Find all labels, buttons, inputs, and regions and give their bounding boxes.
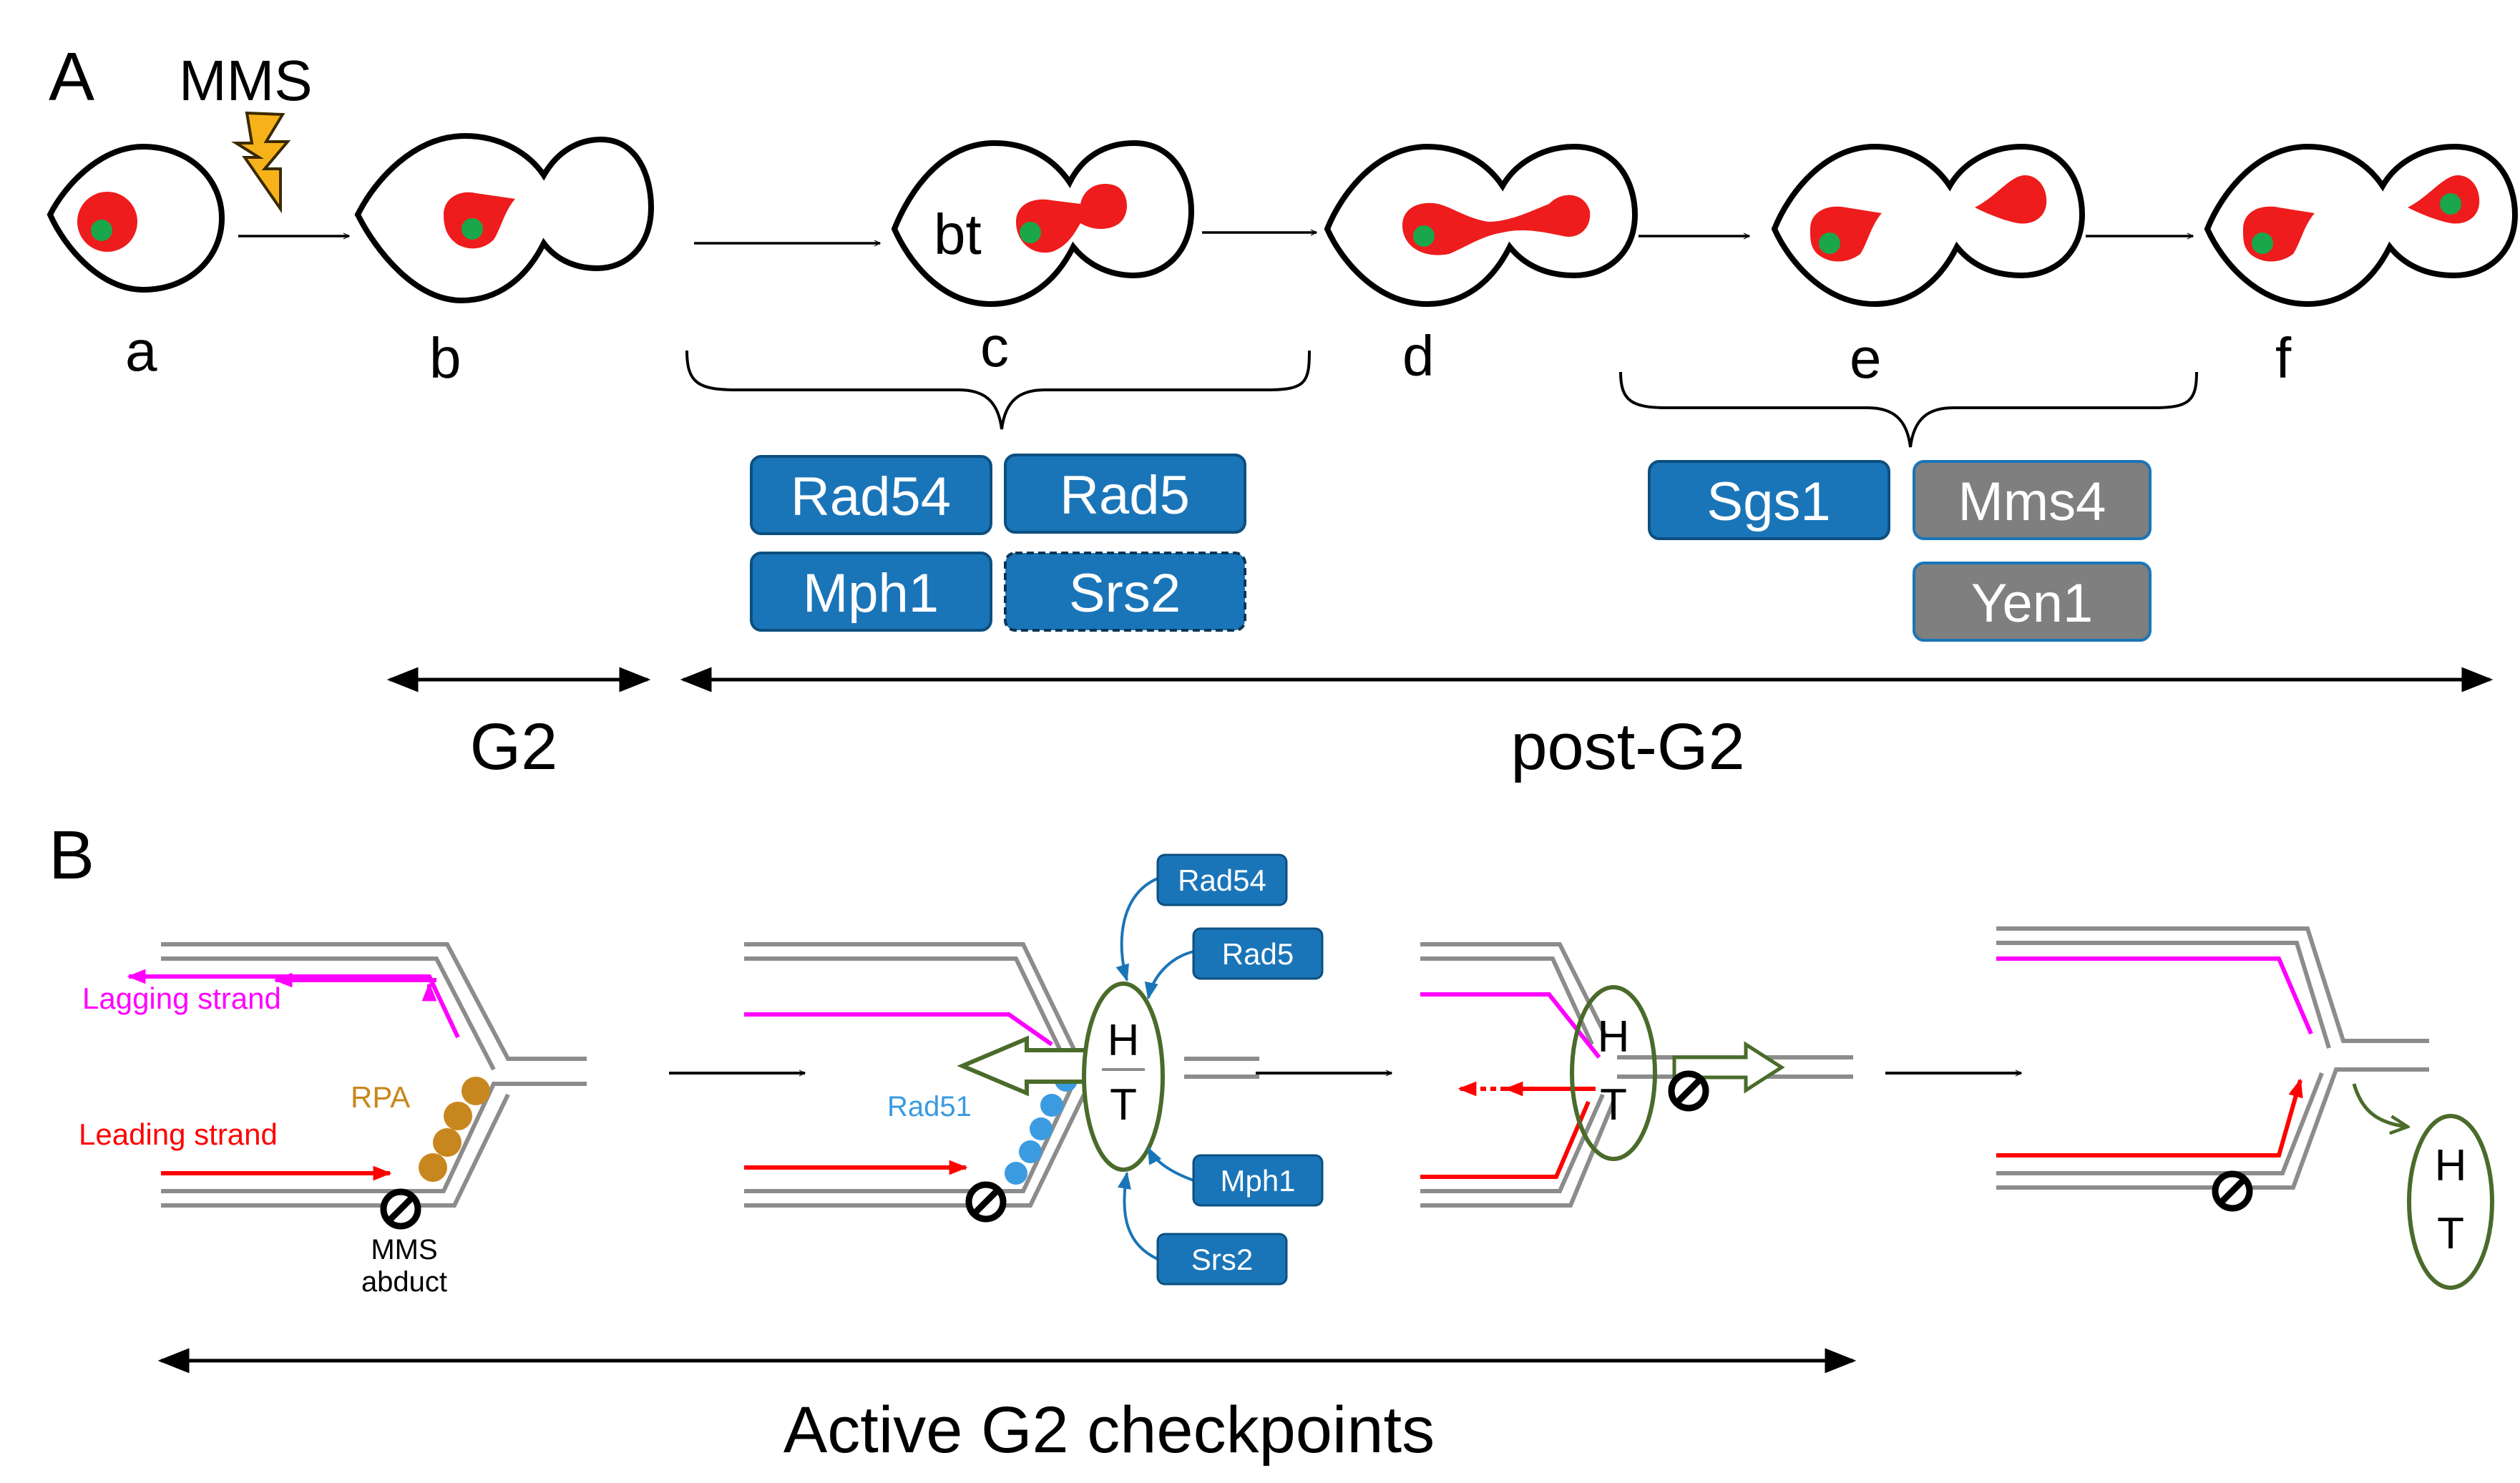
spindle-pole-body: [91, 220, 112, 241]
mms-adduct-label-1: MMS: [371, 1234, 437, 1266]
replication-fork-4: H T: [1996, 926, 2494, 1290]
svg-text:Rad54: Rad54: [1178, 863, 1266, 897]
enzyme-box-yen1: Yen1: [1913, 562, 2152, 642]
spindle-pole-body: [2252, 233, 2273, 254]
spindle-pole-body: [461, 218, 483, 240]
cell-label-a: a: [125, 319, 157, 383]
svg-text:Srs2: Srs2: [1069, 563, 1181, 624]
rpa-protein: [461, 1077, 490, 1105]
spindle-pole-body: [2440, 193, 2461, 215]
spindle-pole-body: [1413, 225, 1435, 247]
rad51-protein: [1040, 1094, 1063, 1117]
checkpoint-label: Active G2 checkpoints: [783, 1394, 1435, 1467]
svg-text:Mph1: Mph1: [1220, 1164, 1295, 1198]
lightning-icon: [231, 111, 291, 214]
svg-text:Sgs1: Sgs1: [1706, 471, 1830, 532]
svg-text:Mms4: Mms4: [1958, 471, 2106, 532]
nucleus: [444, 192, 515, 249]
enzyme-box-rad5: Rad5: [1004, 454, 1246, 534]
cell-a: [47, 143, 225, 293]
phase-g2-label: G2: [470, 710, 558, 783]
bt-label: bt: [934, 202, 982, 266]
helicase-box-rad54: Rad54: [1156, 853, 1288, 906]
replication-fork-3: H T: [1420, 942, 1853, 1208]
panel-a-label: A: [49, 39, 94, 115]
rpa-protein: [444, 1102, 472, 1130]
mms-adduct-icon: [965, 1181, 1007, 1223]
cell-label-d: d: [1402, 324, 1435, 388]
nucleus: [1975, 175, 2047, 224]
replication-fork-2: H T: [744, 877, 1259, 1261]
cell-label-e: e: [1850, 326, 1882, 390]
rad51-protein: [1019, 1140, 1042, 1163]
rad51-protein: [1030, 1117, 1053, 1140]
enzyme-box-rad54: Rad54: [750, 455, 992, 535]
mms-label: MMS: [179, 49, 313, 112]
rpa-protein: [433, 1128, 461, 1157]
ht-letter-t: T: [1600, 1080, 1627, 1130]
ht-letter-h: H: [1108, 1016, 1140, 1065]
rpa-protein: [419, 1153, 447, 1182]
enzyme-box-mms4: Mms4: [1913, 460, 2152, 540]
cell-label-f: f: [2275, 326, 2292, 390]
enzyme-box-mph1: Mph1: [750, 552, 992, 632]
enzyme-box-srs2: Srs2: [1004, 552, 1246, 632]
cell-d: [1324, 143, 1639, 308]
svg-text:Yen1: Yen1: [1971, 573, 2094, 634]
cell-label-c: c: [980, 315, 1009, 378]
holliday-junction-ellipse: [2407, 1114, 2494, 1290]
spindle-pole-body: [1020, 222, 1041, 243]
nucleus: [1016, 184, 1127, 253]
release-arrow-icon: [2352, 1083, 2408, 1127]
svg-text:Srs2: Srs2: [1191, 1243, 1253, 1276]
replication-fork-1: [127, 942, 587, 1230]
mms-adduct-icon: [1668, 1070, 1709, 1112]
ht-letter-h: H: [2435, 1141, 2467, 1190]
helicase-box-srs2: Srs2: [1156, 1233, 1288, 1286]
holliday-junction-ellipse: [1570, 985, 1657, 1161]
spindle-pole-body: [1819, 233, 1840, 254]
lagging-strand-label: Lagging strand: [82, 982, 281, 1015]
phase-post-g2-label: post-G2: [1510, 710, 1744, 783]
rad51-label: Rad51: [887, 1091, 972, 1122]
cell-label-b: b: [429, 326, 461, 390]
mms-adduct-icon: [2212, 1170, 2253, 1212]
helicase-box-rad5: Rad5: [1192, 927, 1324, 980]
leading-strand-label: Leading strand: [79, 1117, 278, 1151]
svg-text:Rad5: Rad5: [1222, 937, 1294, 971]
cell-c: [891, 140, 1195, 308]
mms-adduct-icon: [380, 1188, 421, 1230]
cell-b: [354, 132, 655, 304]
cell-e: [1771, 143, 2086, 308]
enzyme-box-sgs1: Sgs1: [1648, 460, 1890, 540]
rpa-label: RPA: [351, 1080, 410, 1114]
ht-letter-t: T: [2437, 1209, 2464, 1258]
cell-f: [2204, 143, 2519, 308]
holliday-junction-ellipse: [1082, 982, 1165, 1172]
svg-text:Rad5: Rad5: [1060, 465, 1190, 526]
ht-letter-h: H: [1598, 1012, 1630, 1062]
brace-c: [685, 350, 1311, 430]
mms-adduct-label-2: abduct: [361, 1266, 447, 1298]
ht-letter-t: T: [1110, 1080, 1137, 1130]
svg-text:Mph1: Mph1: [803, 563, 939, 624]
rad51-protein: [1005, 1162, 1027, 1185]
panel-b-label: B: [49, 817, 94, 894]
svg-text:Rad54: Rad54: [791, 466, 951, 527]
nucleus: [1402, 195, 1591, 255]
brace-e: [1619, 371, 2198, 448]
helicase-box-mph1: Mph1: [1192, 1154, 1324, 1207]
